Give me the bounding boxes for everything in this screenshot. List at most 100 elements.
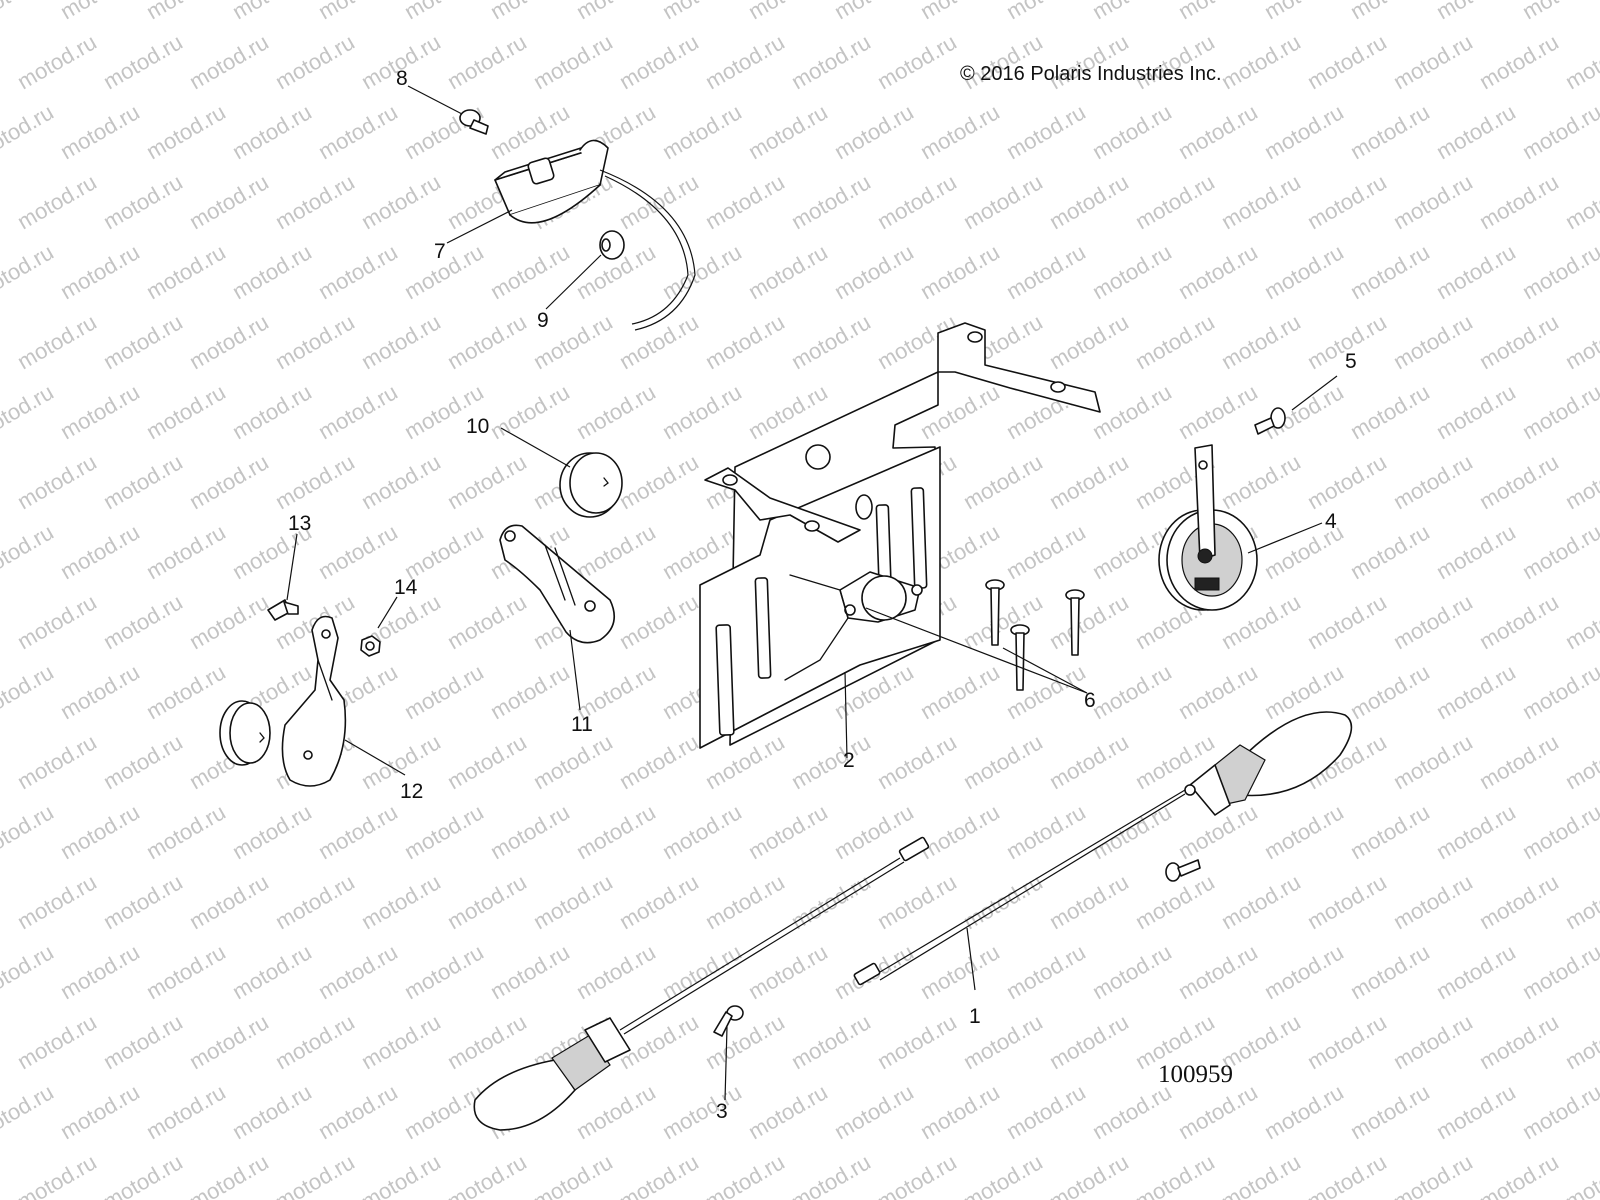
watermark-text: motod.ru <box>1432 0 1520 24</box>
watermark-text: motod.ru <box>443 29 531 94</box>
watermark-text: motod.ru <box>13 449 101 514</box>
watermark-text: motod.ru <box>99 309 187 374</box>
watermark-text: motod.ru <box>959 589 1047 654</box>
watermark-text: motod.ru <box>99 1009 187 1074</box>
watermark-text: motod.ru <box>13 589 101 654</box>
watermark-text: motod.ru <box>1432 1079 1520 1144</box>
callouts: 1 2 3 4 5 6 7 8 9 10 11 12 13 14 <box>288 67 1357 1123</box>
watermark-text: motod.ru <box>0 99 58 164</box>
watermark-text: motod.ru <box>873 729 961 794</box>
watermark-text: motod.ru <box>572 0 660 24</box>
watermark-text: motod.ru <box>185 309 273 374</box>
watermark-text: motod.ru <box>830 239 918 304</box>
watermark-text: motod.ru <box>658 99 746 164</box>
watermark-text: motod.ru <box>185 1149 273 1200</box>
watermark-text: motod.ru <box>1045 169 1133 234</box>
watermark-text: motod.ru <box>1389 29 1477 94</box>
watermark-text: motod.ru <box>443 1149 531 1200</box>
watermark-text: motod.ru <box>0 0 58 24</box>
watermark-text: motod.ru <box>357 449 445 514</box>
watermark-text: motod.ru <box>1303 169 1391 234</box>
watermark-text: motod.ru <box>185 169 273 234</box>
watermark-text: motod.ru <box>916 0 1004 24</box>
watermark-text: motod.ru <box>658 239 746 304</box>
watermark-text: motod.ru <box>271 1149 359 1200</box>
watermark-text: motod.ru <box>744 1079 832 1144</box>
watermark-text: motod.ru <box>615 869 703 934</box>
callout-14: 14 <box>394 576 418 599</box>
watermark-text: motod.ru <box>1518 659 1600 724</box>
watermark-text: motod.ru <box>916 239 1004 304</box>
watermark-text: motod.ru <box>658 799 746 864</box>
watermark-text: motod.ru <box>1088 939 1176 1004</box>
watermark-text: motod.ru <box>1518 99 1600 164</box>
watermark-text: motod.ru <box>873 29 961 94</box>
watermark-text: motod.ru <box>357 1009 445 1074</box>
watermark-text: motod.ru <box>56 99 144 164</box>
watermark-text: motod.ru <box>572 379 660 444</box>
watermark-text: motod.ru <box>830 0 918 24</box>
watermark-text: motod.ru <box>142 239 230 304</box>
watermark-text: motod.ru <box>1389 589 1477 654</box>
watermark-text: motod.ru <box>1174 659 1262 724</box>
watermark-text: motod.ru <box>1131 309 1219 374</box>
watermark-text: motod.ru <box>1389 1149 1477 1200</box>
watermark-text: motod.ru <box>271 869 359 934</box>
watermark-text: motod.ru <box>529 729 617 794</box>
watermark-text: motod.ru <box>1561 869 1600 934</box>
watermark-text: motod.ru <box>572 799 660 864</box>
watermark-text: motod.ru <box>744 799 832 864</box>
reflector-bracket-11 <box>499 524 616 644</box>
watermark-text: motod.ru <box>271 1009 359 1074</box>
callout-11: 11 <box>571 713 593 736</box>
watermark-text: motod.ru <box>1561 589 1600 654</box>
callout-12: 12 <box>400 780 423 803</box>
watermark-text: motod.ru <box>1174 99 1262 164</box>
watermark-text: motod.ru <box>658 379 746 444</box>
watermark-text: motod.ru <box>959 1149 1047 1200</box>
watermark-text: motod.ru <box>142 939 230 1004</box>
watermark-text: motod.ru <box>1389 869 1477 934</box>
watermark-text: motod.ru <box>959 449 1047 514</box>
watermark-text: motod.ru <box>701 309 789 374</box>
watermark-text: motod.ru <box>873 1009 961 1074</box>
watermark-text: motod.ru <box>1389 1009 1477 1074</box>
watermark-text: motod.ru <box>1045 1009 1133 1074</box>
watermark-text: motod.ru <box>1475 1149 1563 1200</box>
watermark-text: motod.ru <box>228 0 316 24</box>
watermark-text: motod.ru <box>1002 659 1090 724</box>
watermark-text: motod.ru <box>787 1149 875 1200</box>
watermark-text: motod.ru <box>701 1009 789 1074</box>
watermark-text: motod.ru <box>529 29 617 94</box>
watermark-text: motod.ru <box>400 519 488 584</box>
watermark-text: motod.ru <box>1002 519 1090 584</box>
callout-2: 2 <box>843 749 855 772</box>
watermark-text: motod.ru <box>1432 239 1520 304</box>
watermark-text: motod.ru <box>1260 799 1348 864</box>
watermark-text: motod.ru <box>314 379 402 444</box>
watermark-text: motod.ru <box>314 239 402 304</box>
watermark-text: motod.ru <box>744 99 832 164</box>
watermark-text: motod.ru <box>13 1149 101 1200</box>
watermark-text: motod.ru <box>1260 1079 1348 1144</box>
callout-8: 8 <box>396 67 408 90</box>
watermark-text: motod.ru <box>1432 519 1520 584</box>
watermark-text: motod.ru <box>1561 449 1600 514</box>
bracket-screws <box>985 579 1085 691</box>
watermark-text: motod.ru <box>185 589 273 654</box>
callout-3: 3 <box>716 1100 728 1123</box>
watermark-text: motod.ru <box>486 379 574 444</box>
watermark-text: motod.ru <box>1131 1149 1219 1200</box>
watermark-text: motod.ru <box>400 799 488 864</box>
watermark-text: motod.ru <box>1088 99 1176 164</box>
watermark-text: motod.ru <box>787 29 875 94</box>
turn-signal-right <box>853 711 1353 986</box>
watermark-text: motod.ru <box>443 729 531 794</box>
watermark-text: motod.ru <box>400 0 488 24</box>
watermark-text: motod.ru <box>99 169 187 234</box>
watermark-text: motod.ru <box>357 869 445 934</box>
watermark-text: motod.ru <box>228 799 316 864</box>
license-plate-bracket <box>699 322 1101 749</box>
watermark-text: motod.ru <box>1475 729 1563 794</box>
watermark-text: motod.ru <box>99 869 187 934</box>
